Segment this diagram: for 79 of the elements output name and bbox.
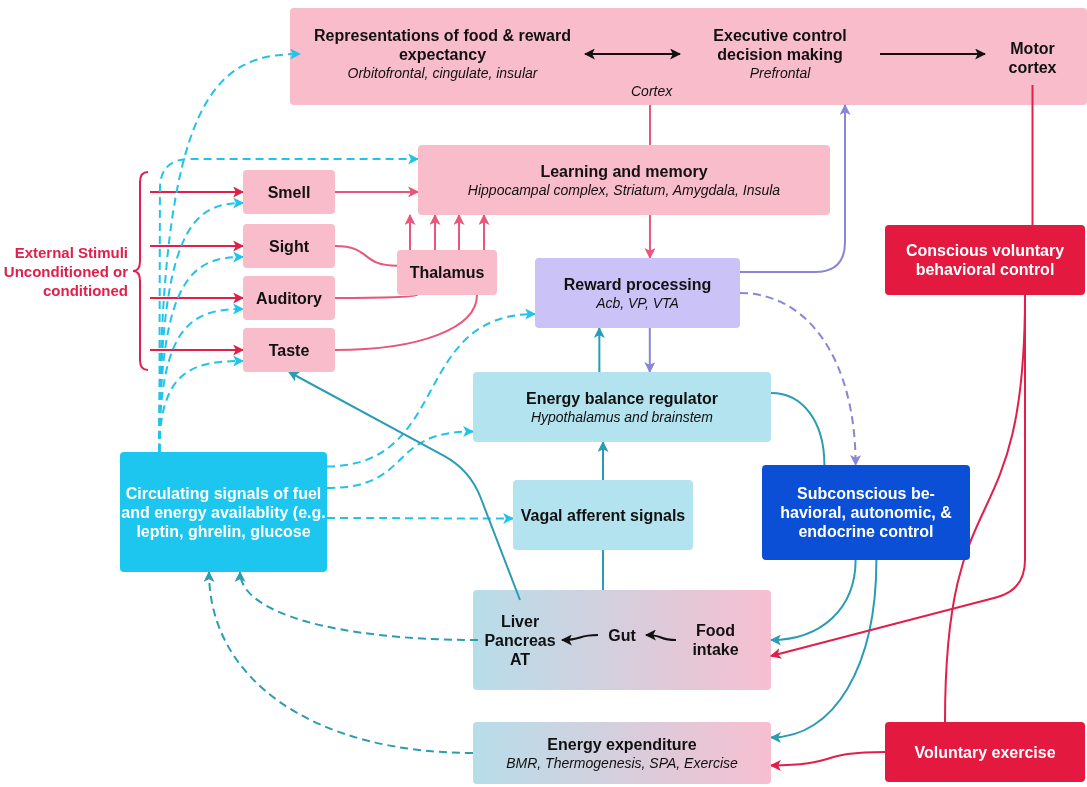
node-label: Taste — [268, 340, 310, 360]
process-box — [243, 328, 335, 372]
connector-line — [334, 294, 418, 299]
arrow — [769, 559, 857, 645]
box-subtitle: Hippocampal complex, Striatum, Amygdala, Insula — [467, 180, 781, 199]
arrow — [149, 292, 245, 304]
process-box — [120, 452, 327, 572]
process-box — [243, 276, 335, 320]
arrow — [644, 327, 656, 374]
connector-line — [1031, 84, 1034, 226]
arrow — [334, 186, 420, 198]
box-subtitle: Orbitofrontal, cingulate, insular — [347, 64, 538, 82]
node-label: Conscious voluntary behavioral control — [904, 241, 1066, 279]
box-title: Representations of food & reward expectancy — [313, 26, 572, 64]
node-label: Auditory — [256, 288, 322, 308]
box-title: Reward processing — [563, 274, 712, 294]
arrow — [644, 629, 677, 641]
process-box — [473, 722, 771, 784]
process-box — [513, 480, 693, 550]
node-label: Subconscious be- havioral, autonomic, & endocrine control — [779, 484, 953, 541]
connector-line — [334, 294, 478, 351]
node-label: Cortex — [631, 82, 673, 100]
node-label: Motor cortex — [1007, 38, 1058, 77]
node-label: Smell — [267, 182, 311, 202]
node-label: Voluntary exercise — [914, 742, 1056, 762]
arrow — [149, 240, 245, 252]
process-box — [243, 224, 335, 268]
connector-line — [602, 549, 604, 591]
node-label: Thalamus — [409, 263, 485, 282]
node-label: Liver Pancreas AT — [483, 611, 557, 669]
node-label: Vagal afferent signals — [520, 505, 686, 525]
box-title: Learning and memory — [540, 161, 708, 181]
process-box — [473, 372, 771, 442]
process-box — [885, 225, 1085, 295]
connector-line — [334, 245, 398, 267]
process-box — [397, 250, 497, 295]
arrow — [593, 326, 605, 373]
arrow — [739, 292, 861, 467]
node-label: External Stimuli Unconditioned or conditioned — [2, 242, 128, 300]
arrow — [326, 513, 515, 524]
process-box — [290, 8, 1087, 105]
process-box — [418, 145, 830, 215]
box-title: Energy balance regulator — [525, 388, 719, 408]
arrow — [644, 214, 656, 260]
box-title: Executive control decision making — [712, 26, 848, 64]
connector-line — [770, 392, 826, 466]
node-label: Food intake — [691, 621, 740, 659]
arrow — [404, 213, 416, 251]
process-box — [762, 465, 970, 560]
box-subtitle: BMR, Thermogenesis, SPA, Exercise — [506, 753, 738, 772]
node-label: Circulating signals of fuel and energy availablity (e.g. leptin, ghrelin, glucose — [120, 483, 327, 541]
box-subtitle: Hypothalamus and brainstem — [530, 407, 714, 426]
arrow — [149, 186, 245, 198]
process-box — [535, 258, 740, 328]
arrow — [149, 344, 245, 356]
arrow — [583, 48, 682, 60]
process-box — [473, 590, 771, 690]
arrow — [429, 213, 441, 251]
node-label: Gut — [608, 625, 636, 645]
box-subtitle: Acb, VP, VTA — [596, 293, 679, 312]
process-box — [243, 170, 335, 214]
connector-line — [649, 104, 651, 146]
arrow — [326, 309, 537, 468]
arrow — [158, 355, 245, 453]
node-label: Sight — [269, 236, 309, 256]
arrow — [236, 570, 479, 641]
arrow — [597, 440, 609, 481]
process-box — [885, 722, 1085, 782]
arrow — [478, 213, 490, 251]
arrow — [739, 103, 851, 273]
box-subtitle: Prefrontal — [749, 64, 811, 82]
arrow — [879, 48, 987, 60]
arrow — [453, 213, 465, 251]
arrow — [769, 559, 878, 743]
arrow — [769, 751, 886, 771]
arrow — [204, 570, 474, 754]
box-title: Energy expenditure — [547, 734, 697, 754]
arrow — [326, 426, 475, 489]
arrow — [560, 634, 599, 646]
